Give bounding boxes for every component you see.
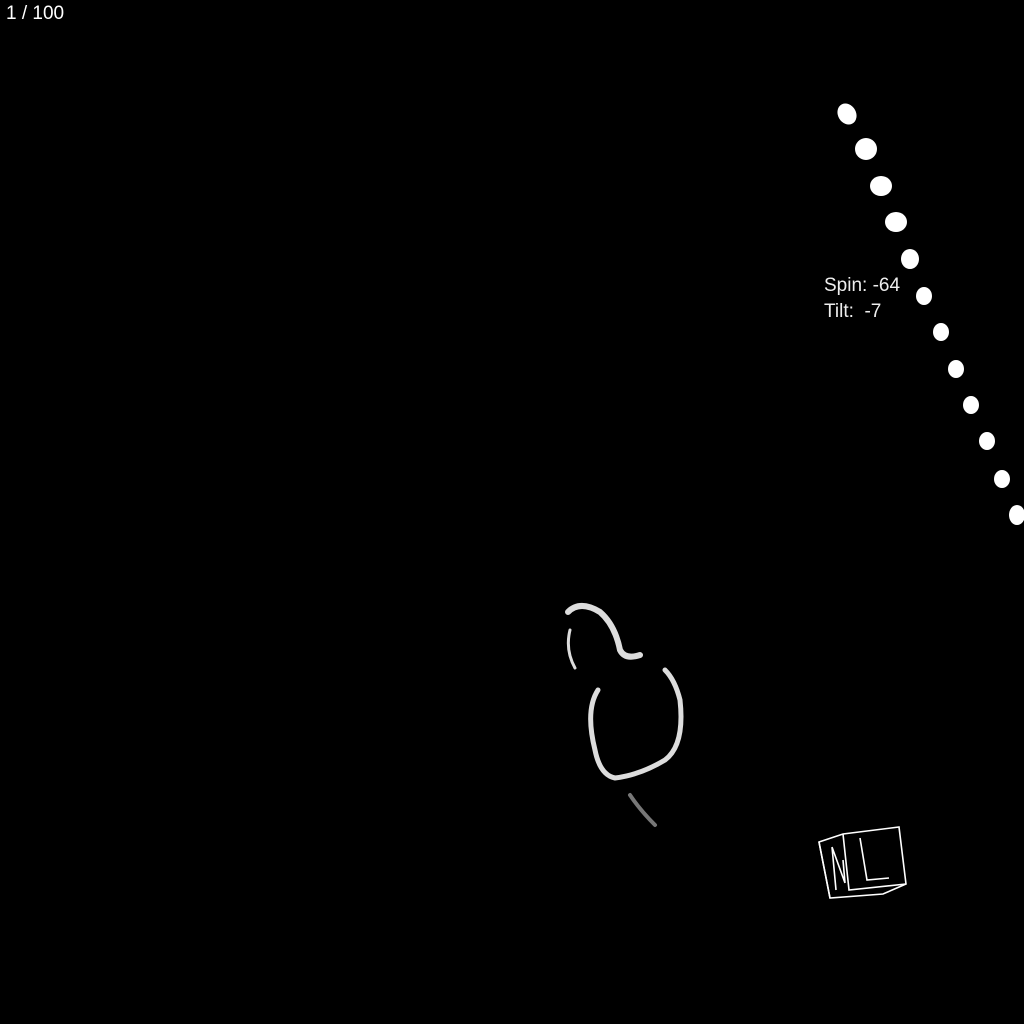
anatomy-structure bbox=[565, 603, 684, 827]
orientation-cube bbox=[818, 826, 907, 899]
tilt-readout: Tilt: -7 bbox=[824, 301, 882, 322]
slice-counter: 1 / 100 bbox=[6, 3, 65, 24]
rib-markers bbox=[837, 103, 1024, 525]
rotation-readout: Spin: -64 Tilt: -7 bbox=[824, 273, 900, 325]
spin-readout: Spin: -64 bbox=[824, 275, 901, 296]
